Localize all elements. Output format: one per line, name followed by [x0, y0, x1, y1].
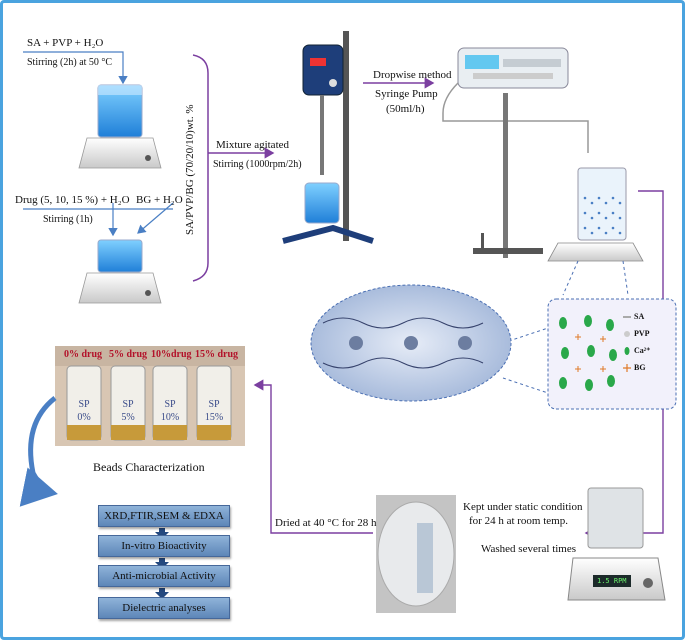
vial-label-15: SP 15%	[204, 399, 224, 423]
char-step-bioactivity: In-vitro Bioactivity	[98, 535, 230, 557]
step1-condition: Stirring (2h) at 50 °C	[27, 57, 113, 68]
drying-label: Dried at 40 °C for 28 h	[275, 517, 377, 529]
syringe-pump-label: Syringe Pump	[375, 88, 438, 100]
mixing-condition: Stirring (1000rpm/2h)	[213, 159, 302, 170]
hotplate-beaker-1	[78, 84, 162, 169]
drug-label-5: 5% drug	[109, 349, 148, 360]
hotplate-beaker-2	[78, 239, 162, 304]
char-step-antimicrobial: Anti-microbial Activity	[98, 565, 230, 587]
crosslinking-beaker	[547, 167, 644, 262]
merge-bracket	[192, 54, 209, 282]
step2-bg-arrow	[137, 202, 174, 234]
drying-arrow	[253, 379, 373, 534]
crosslinked-network-box	[547, 298, 677, 410]
magnetic-stirrer	[567, 487, 666, 601]
step1-reagents: SA + PVP + H₂O	[27, 37, 104, 49]
wash-label: Washed several times	[481, 543, 577, 555]
vial-label-5: SP 5%	[121, 399, 135, 423]
washed-beads-dish	[376, 495, 456, 613]
drug-label-10: 10%drug	[151, 349, 192, 360]
stirrer-display: 1.5 RPM	[597, 577, 627, 585]
step2-bg: BG + H₂O	[136, 194, 183, 206]
drug-label-0: 0% drug	[64, 349, 103, 360]
vial-label-0: SP 0%	[77, 399, 91, 423]
static-line2: for 24 h at room temp.	[469, 515, 568, 527]
step1-arrow	[23, 51, 128, 85]
syringe-pump	[442, 47, 589, 258]
characterization-title: Beads Characterization	[93, 460, 205, 474]
step2-condition: Stirring (1h)	[43, 214, 93, 225]
dropwise-method: Dropwise method	[373, 69, 452, 81]
step2-drug: Drug (5, 10, 15 %) + H₂O	[15, 194, 130, 206]
vial-label-10: SP 10%	[160, 399, 180, 423]
legend-ca: Ca²⁺	[634, 346, 651, 355]
legend-bg: BG	[634, 363, 646, 372]
mixing-title: Mixture agitated	[216, 139, 290, 151]
overhead-stirrer	[282, 31, 374, 244]
egg-box-structure-zoom	[310, 284, 512, 402]
char-step-dielectric: Dielectric analyses	[98, 597, 230, 619]
drug-label-15: 15% drug	[195, 349, 239, 360]
static-line1: Kept under static condition	[463, 501, 583, 513]
legend-pvp: PVP	[634, 329, 650, 338]
characterization-arrow	[19, 396, 58, 507]
ratio-label: SA/PVP/BG (70/20/10)wt. %	[184, 104, 196, 236]
drug-vials-photo	[55, 346, 245, 446]
pump-rate: (50ml/h)	[386, 103, 425, 115]
legend-sa: SA	[634, 312, 645, 321]
char-step-xrd: XRD,FTIR,SEM & EDXA	[98, 505, 230, 527]
diagram-graphics	[19, 31, 677, 613]
